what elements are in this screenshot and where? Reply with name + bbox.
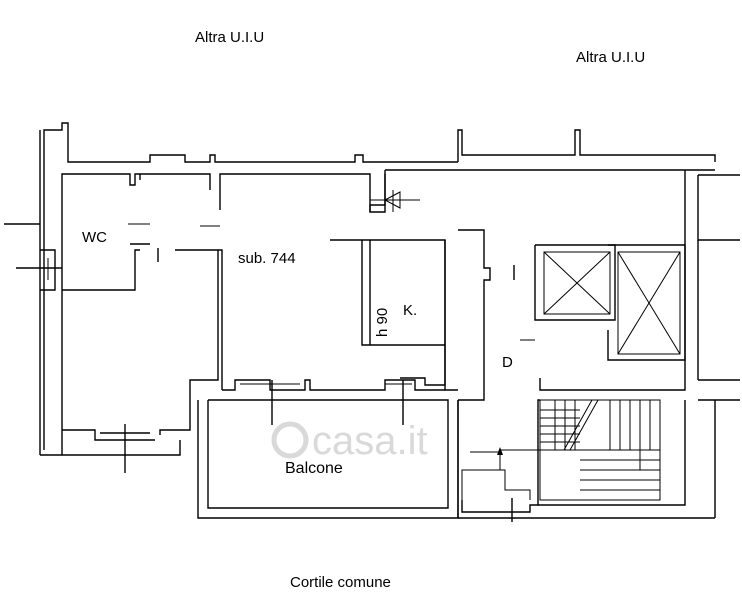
staircase <box>461 399 661 501</box>
exterior-walls <box>4 122 716 455</box>
label-kitchen: K. <box>403 302 417 319</box>
balcony <box>197 399 459 519</box>
watermark: casa.it <box>271 419 428 463</box>
label-balcony: Balcone <box>285 460 343 477</box>
watermark-text: casa.it <box>312 419 428 463</box>
label-neighbor-right: Altra U.I.U <box>576 49 645 66</box>
landing-walls <box>458 399 716 522</box>
label-stair-landing: D <box>502 354 513 371</box>
label-neighbor-left: Altra U.I.U <box>195 29 264 46</box>
entrance-arrow-icon <box>370 190 420 212</box>
label-height: h 90 <box>374 308 391 337</box>
elevator-shafts <box>520 244 686 361</box>
watermark-logo-icon <box>271 421 309 459</box>
label-wc: WC <box>82 229 107 246</box>
interior-walls <box>16 170 740 506</box>
label-courtyard: Cortile comune <box>290 574 391 591</box>
label-unit: sub. 744 <box>238 250 296 267</box>
